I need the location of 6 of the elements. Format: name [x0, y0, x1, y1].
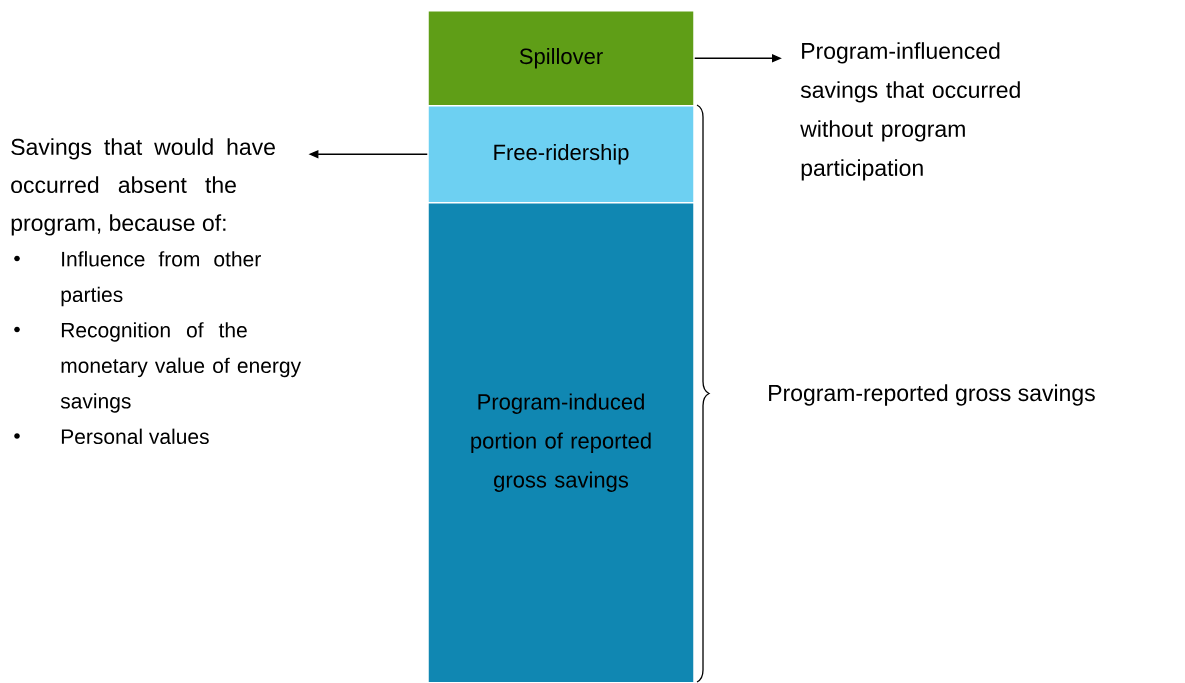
brace-label: Program-reported gross savings — [769, 384, 1095, 406]
spillover-block: Spillover — [427, 10, 695, 107]
program-induced-block: Program-induced portion of reported gross savings — [427, 202, 695, 683]
description-text: Program-influenced savings that occurred without program participation — [800, 42, 1020, 181]
free-ridership-block: Free-ridership — [427, 105, 695, 204]
bulleted-text: Savings that would have occurred absent the program, because of: Influence from other parties Recognition of the monetary value of energy savings Personal values — [11, 138, 302, 445]
